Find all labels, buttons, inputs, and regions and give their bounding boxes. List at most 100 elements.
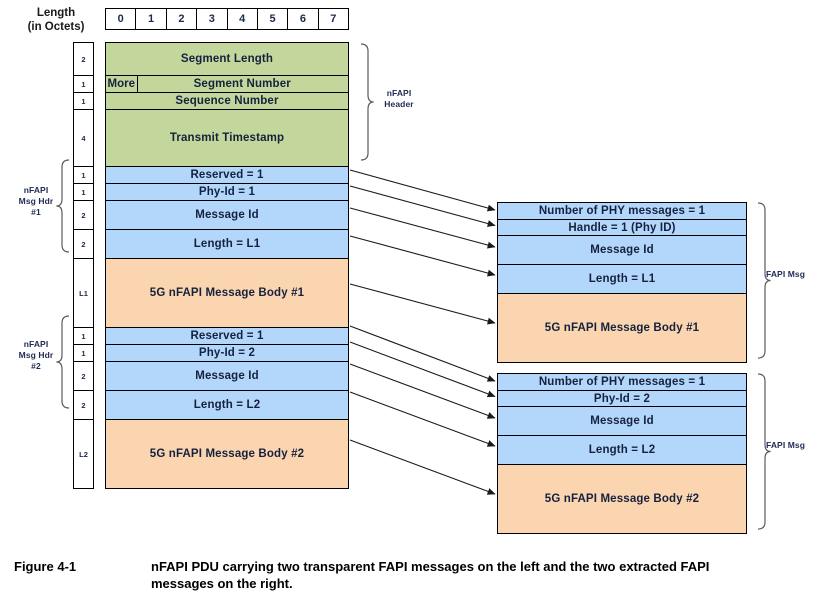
mapping-arrow-2: [349, 207, 496, 249]
bracket-nfapi-msg-hdr-2: [56, 315, 70, 409]
pdu-row-11-label: Message Id: [195, 370, 259, 382]
mapping-arrow-8: [349, 391, 496, 447]
pdu-row-6-label: Message Id: [195, 209, 259, 221]
bracket-label-nfapi-header: nFAPI Header: [372, 88, 426, 110]
fapi-msg-1-row-3-label: Length = L1: [588, 273, 656, 285]
curly-brackets: [56, 43, 771, 530]
octet-length-4: 1: [74, 167, 93, 184]
bit-cell-4: 4: [228, 9, 258, 29]
pdu-row-2: Sequence Number: [106, 93, 348, 110]
fapi-msg-2-row-1-label: Phy-Id = 2: [593, 392, 651, 405]
bracket-nfapi-header-line1: nFAPI: [386, 88, 412, 98]
mapping-arrow-0: [349, 169, 496, 212]
fapi-msg-2-row-3: Length = L2: [498, 436, 746, 465]
bracket-label-nfapi-msg-hdr-2: nFAPI Msg Hdr #2: [8, 339, 64, 372]
fapi-msg-2-row-2: Message Id: [498, 407, 746, 436]
fapi-msg-2-row-4: 5G nFAPI Message Body #2: [498, 465, 746, 533]
pdu-row-8: 5G nFAPI Message Body #1: [106, 259, 348, 328]
fapi-msg-1-row-3: Length = L1: [498, 265, 746, 294]
octet-length-13: L2: [79, 449, 88, 459]
pdu-row-0-label: Segment Length: [180, 53, 274, 65]
mapping-arrow-7: [349, 363, 496, 419]
bracket-label-fapi-msg-1: FAPI Msg: [766, 269, 806, 279]
pdu-row-9: Reserved = 1: [106, 328, 348, 345]
bracket-msg-hdr-1-line2: Msg Hdr: [18, 196, 54, 206]
pdu-row-11: Message Id: [106, 362, 348, 391]
fapi-msg-1-row-4: 5G nFAPI Message Body #1: [498, 294, 746, 362]
pdu-row-3-label: Transmit Timestamp: [169, 132, 285, 144]
fapi-msg-2-row-0-label: Number of PHY messages = 1: [538, 376, 706, 388]
fapi-msg-2-row-0: Number of PHY messages = 1: [498, 374, 746, 391]
fapi-msg-1-row-1-label: Handle = 1 (Phy ID): [568, 221, 676, 234]
octet-length-0: 2: [74, 43, 93, 76]
pdu-row-9-label: Reserved = 1: [190, 330, 264, 342]
bracket-nfapi-header: [360, 43, 374, 161]
figure-number: Figure 4-1: [14, 559, 77, 574]
fapi-msg-2-row-4-label: 5G nFAPI Message Body #2: [544, 493, 700, 505]
mapping-arrow-6: [349, 341, 496, 398]
mapping-arrows: [349, 169, 496, 495]
pdu-row-12: Length = L2: [106, 391, 348, 420]
bit-cell-1: 1: [136, 9, 167, 29]
figure-caption-text: nFAPI PDU carrying two transparent FAPI …: [151, 559, 710, 591]
mapping-arrow-9: [349, 439, 496, 495]
octet-length-7: 2: [74, 230, 93, 259]
bracket-msg-hdr-2-line2: Msg Hdr: [18, 350, 54, 360]
fapi-msg-1-structure: Number of PHY messages = 1 Handle = 1 (Ph…: [497, 202, 747, 363]
figure-caption: Figure 4-1 nFAPI PDU carrying two transp…: [14, 558, 804, 598]
fapi-msg-1-row-2-label: Message Id: [590, 244, 654, 256]
octet-length-3: 4: [74, 110, 93, 167]
mapping-arrow-1: [349, 185, 496, 227]
bracket-fapi-msg-2: [757, 373, 771, 530]
fapi-msg-1-row-1: Handle = 1 (Phy ID): [498, 220, 746, 236]
fapi-msg-2-structure: Number of PHY messages = 1 Phy-Id = 2 Mess…: [497, 373, 747, 534]
octet-length-8: L1: [74, 259, 93, 328]
pdu-row-3: Transmit Timestamp: [106, 110, 348, 167]
mapping-arrow-5: [349, 325, 496, 382]
pdu-row-4-label: Reserved = 1: [190, 169, 264, 181]
pdu-row-7-label: Length = L1: [193, 238, 261, 250]
length-title-line1: Length: [36, 7, 76, 19]
pdu-row-6: Message Id: [106, 201, 348, 230]
fapi-msg-1-row-0: Number of PHY messages = 1: [498, 203, 746, 220]
octet-length-9: 1: [74, 328, 93, 345]
fapi-msg-2-row-1: Phy-Id = 2: [498, 391, 746, 407]
pdu-row-10: Phy-Id = 2: [106, 345, 348, 362]
pdu-row-1: More Segment Number: [106, 76, 348, 93]
bracket-label-nfapi-msg-hdr-1: nFAPI Msg Hdr #1: [8, 185, 64, 218]
octet-length-10: 1: [74, 345, 93, 362]
bracket-nfapi-header-line2: Header: [384, 99, 414, 109]
pdu-row-1-more-field: More: [106, 76, 138, 92]
fapi-msg-1-row-4-label: 5G nFAPI Message Body #1: [544, 322, 700, 334]
octet-length-1: 1: [74, 76, 93, 93]
mapping-arrow-3: [349, 235, 496, 277]
octet-length-5: 1: [74, 184, 93, 201]
fapi-msg-2-row-2-label: Message Id: [590, 415, 654, 427]
fapi-msg-2-row-3-label: Length = L2: [588, 444, 656, 456]
bit-cell-3: 3: [197, 9, 228, 29]
mapping-arrow-4: [349, 283, 496, 325]
bit-cell-5: 5: [258, 9, 289, 29]
pdu-row-0: Segment Length: [106, 43, 348, 76]
pdu-row-13: 5G nFAPI Message Body #2: [106, 420, 348, 488]
pdu-row-8-label: 5G nFAPI Message Body #1: [149, 287, 305, 299]
fapi-msg-1-row-0-label: Number of PHY messages = 1: [538, 205, 706, 217]
fapi-msg-1-row-2: Message Id: [498, 236, 746, 265]
bit-cell-7: 7: [330, 13, 337, 25]
bit-cell-6: 6: [288, 9, 319, 29]
pdu-row-1-label: Segment Number: [193, 78, 291, 90]
octet-length-6: 2: [74, 201, 93, 230]
bracket-nfapi-msg-hdr-1: [56, 159, 70, 253]
octet-length-2: 1: [74, 93, 93, 110]
bracket-msg-hdr-1-line3: #1: [31, 207, 41, 217]
bracket-msg-hdr-1-line1: nFAPI: [23, 185, 49, 195]
bracket-label-fapi-msg-2: FAPI Msg: [766, 440, 806, 450]
length-title-line2: (in Octets): [27, 21, 85, 33]
pdu-row-7: Length = L1: [106, 230, 348, 259]
pdu-row-5: Phy-Id = 1: [106, 184, 348, 201]
bit-cell-0: 0: [106, 9, 137, 29]
